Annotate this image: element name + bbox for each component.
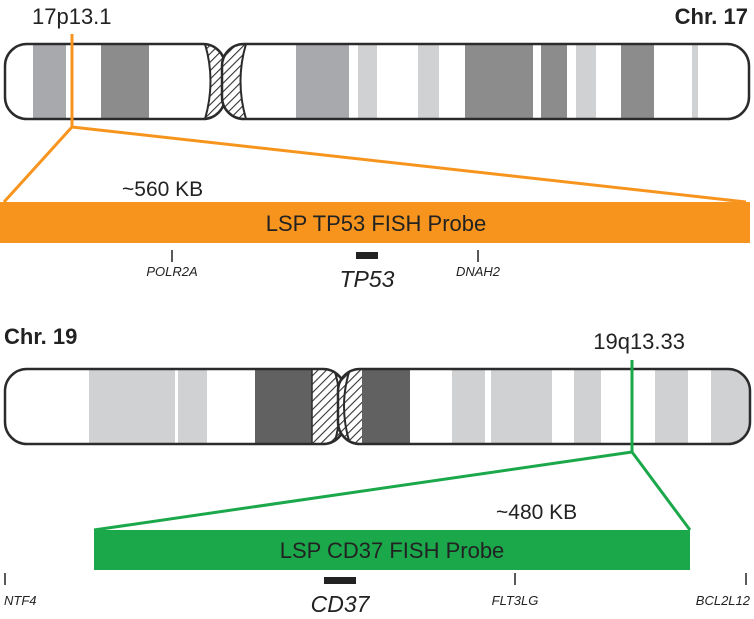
dnah2-label: DNAH2: [456, 264, 501, 279]
chr19-title: Chr. 19: [4, 324, 77, 349]
bcl2l12-label: BCL2L12: [696, 593, 751, 608]
chromosome-19: [3, 367, 752, 446]
chr19-probe-size: ~480 KB: [496, 501, 577, 524]
polr2a-label: POLR2A: [146, 264, 197, 279]
chromosome-17: [3, 42, 751, 121]
flt3lg-label: FLT3LG: [492, 593, 539, 608]
chr17-q-arm: [222, 44, 749, 119]
cd37-gene-marker: [324, 577, 356, 584]
tp53-probe-bar: [0, 202, 750, 243]
ntf4-label: NTF4: [4, 593, 37, 608]
tp53-gene-marker: [356, 252, 378, 259]
chr19-zoom-lines: [93, 360, 692, 532]
chr19-p-arm: [5, 369, 345, 444]
chr17-p-arm: [5, 44, 225, 119]
chr17-title: Chr. 17: [675, 4, 748, 29]
chr19-locus-label: 19q13.33: [593, 329, 685, 354]
chr17-zoom-lines: [2, 34, 747, 204]
cd37-probe-label: LSP CD37 FISH Probe: [280, 538, 505, 563]
tp53-gene-label: TP53: [340, 266, 395, 292]
cd37-probe-bar: [94, 530, 690, 570]
chr19-q-arm: [338, 369, 750, 444]
tp53-probe-label: LSP TP53 FISH Probe: [266, 211, 487, 236]
cd37-gene-label: CD37: [311, 591, 371, 617]
chr17-locus-label: 17p13.1: [32, 4, 112, 29]
chr17-probe-size: ~560 KB: [122, 178, 203, 201]
